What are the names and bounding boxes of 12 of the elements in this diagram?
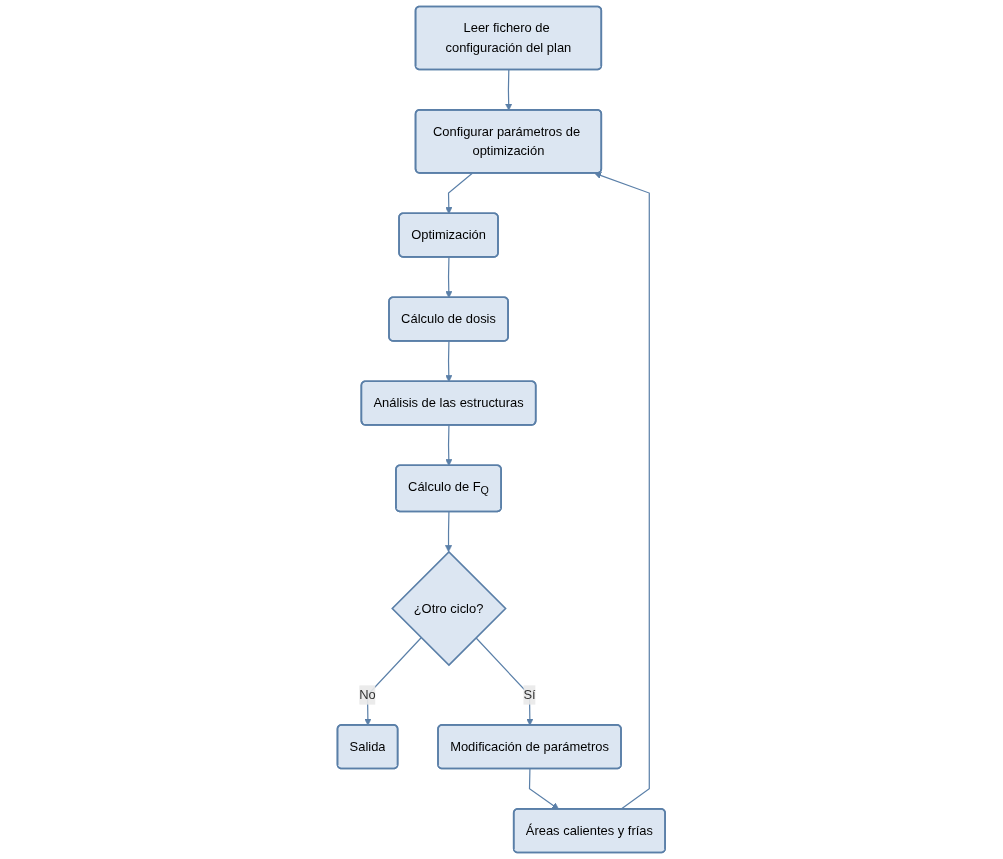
arrow (505, 69, 513, 111)
arrow (445, 511, 453, 553)
edge-label: No (359, 687, 377, 702)
edge-label: Sí (523, 687, 536, 702)
arrow (364, 637, 422, 726)
arrow (445, 340, 453, 382)
arrow (529, 768, 560, 810)
arrow (445, 424, 453, 466)
arrow (445, 172, 474, 214)
arrow (594, 172, 651, 810)
arrow (445, 256, 453, 298)
node-diamond: ¿Otro ciclo? (391, 550, 507, 667)
